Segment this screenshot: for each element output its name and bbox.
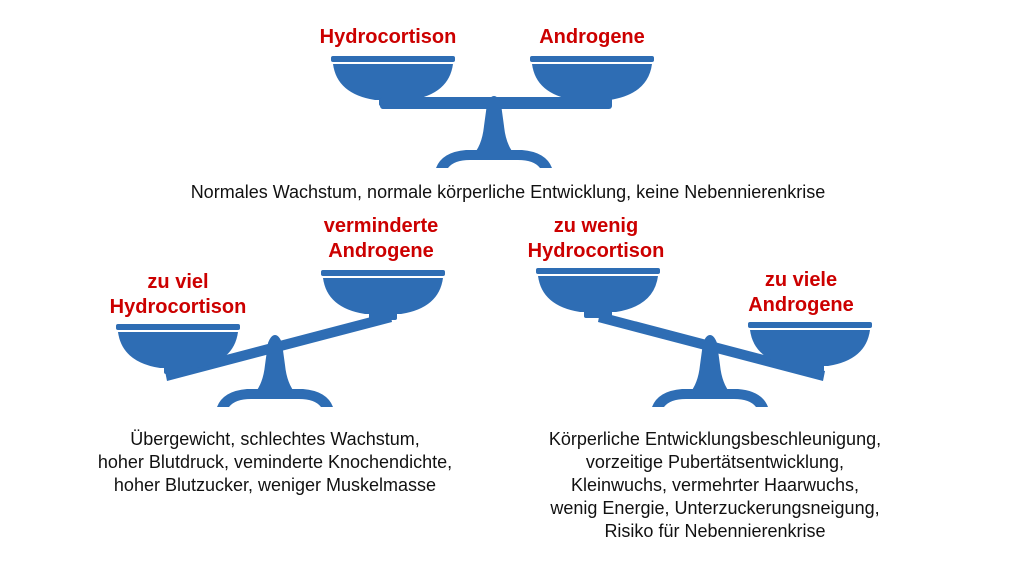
- bottom-left-pan-high: [321, 270, 445, 320]
- top-caption: Normales Wachstum, normale körperliche E…: [190, 182, 826, 202]
- bottom-right-scale: [536, 268, 872, 407]
- top-right-label: Androgene: [539, 26, 645, 48]
- bottom-left-caption: Übergewicht, schlechtes Wachstum, hoher …: [97, 429, 453, 495]
- bottom-right-caption: Körperliche Entwicklungsbeschleunigung, …: [548, 429, 882, 541]
- bottom-right-stand: [652, 335, 768, 407]
- top-scale: [331, 56, 654, 168]
- top-left-label: Hydrocortison: [319, 26, 457, 48]
- bottom-right-pan-high: [536, 268, 660, 318]
- bottom-left-scale: [116, 270, 445, 407]
- bottom-left-stand: [217, 335, 333, 407]
